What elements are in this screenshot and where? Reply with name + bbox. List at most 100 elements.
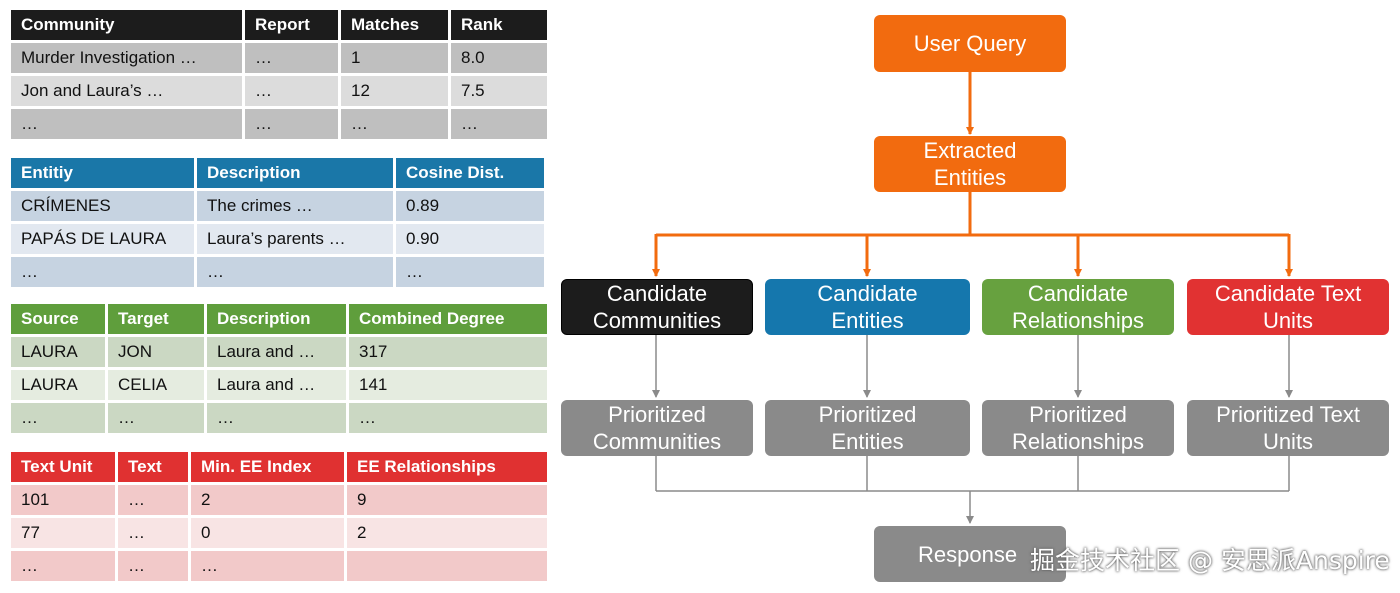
table-cell: 8.0 [451,43,547,73]
table-cell: JON [108,337,204,367]
table-cell: Jon and Laura’s … [11,76,242,106]
table-cell: … [451,109,547,139]
candidate-relationships-node: Candidate Relationships [982,279,1174,335]
candidate-relationships-label: Candidate Relationships [1011,281,1145,333]
table-cell [347,551,547,581]
table-cell: 2 [191,485,344,515]
communities-table: Community Report Matches Rank Murder Inv… [8,7,550,142]
column-header: Cosine Dist. [396,158,544,188]
column-header: Target [108,304,204,334]
table-row: PAPÁS DE LAURA Laura’s parents … 0.90 [11,224,544,254]
table-cell: Laura’s parents … [197,224,393,254]
table-cell: 0.89 [396,191,544,221]
candidate-communities-label: Candidate Communities [592,281,722,333]
table-header-row: Entitiy Description Cosine Dist. [11,158,544,188]
response-label: Response [918,541,1018,567]
table-cell: … [11,551,115,581]
table-cell: 0 [191,518,344,548]
table-row: LAURA CELIA Laura and … 141 [11,370,547,400]
table-cell: … [245,109,338,139]
table-header-row: Source Target Description Combined Degre… [11,304,547,334]
table-cell: … [118,518,188,548]
text-units-table: Text Unit Text Min. EE Index EE Relation… [8,449,550,584]
column-header: Description [207,304,346,334]
table-cell: LAURA [11,337,105,367]
table-row: Murder Investigation … … 1 8.0 [11,43,547,73]
prioritized-text-units-label: Prioritized Text Units [1216,402,1360,454]
prioritized-entities-node: Prioritized Entities [765,400,970,456]
table-cell: … [191,551,344,581]
table-cell: 12 [341,76,448,106]
column-header: Rank [451,10,547,40]
extracted-entities-node: Extracted Entities [874,136,1066,192]
table-cell: … [341,109,448,139]
prioritized-communities-node: Prioritized Communities [561,400,753,456]
table-cell: 0.90 [396,224,544,254]
table-cell: … [118,551,188,581]
column-header: EE Relationships [347,452,547,482]
table-cell: … [396,257,544,287]
table-cell: … [11,109,242,139]
table-cell: LAURA [11,370,105,400]
prioritized-text-units-node: Prioritized Text Units [1187,400,1389,456]
table-row: 77 … 0 2 [11,518,547,548]
candidate-entities-label: Candidate Entities [817,281,918,333]
table-cell: Laura and … [207,370,346,400]
table-cell: … [11,403,105,433]
watermark: 掘金技术社区 @ 安思派Anspire [1030,546,1390,575]
table-cell: The crimes … [197,191,393,221]
table-cell: … [245,43,338,73]
prioritized-entities-label: Prioritized Entities [818,402,917,454]
candidate-text-units-label: Candidate Text Units [1214,281,1362,333]
column-header: Text [118,452,188,482]
table-cell: 77 [11,518,115,548]
table-row: … … … [11,257,544,287]
table-row: Jon and Laura’s … … 12 7.5 [11,76,547,106]
column-header: Report [245,10,338,40]
table-cell: CRÍMENES [11,191,194,221]
table-cell: PAPÁS DE LAURA [11,224,194,254]
table-row: … … … … [11,109,547,139]
column-header: Community [11,10,242,40]
relationships-table: Source Target Description Combined Degre… [8,301,550,436]
table-cell: 2 [347,518,547,548]
table-cell: … [108,403,204,433]
table-row: … … … [11,551,547,581]
column-header: Source [11,304,105,334]
table-cell: 9 [347,485,547,515]
table-cell: 317 [349,337,547,367]
response-node: Response [874,526,1066,582]
table-cell: … [11,257,194,287]
user-query-node: User Query [874,15,1066,72]
table-cell: 7.5 [451,76,547,106]
table-cell: 141 [349,370,547,400]
table-cell: 101 [11,485,115,515]
table-row: CRÍMENES The crimes … 0.89 [11,191,544,221]
column-header: Matches [341,10,448,40]
table-row: … … … … [11,403,547,433]
column-header: Combined Degree [349,304,547,334]
user-query-label: User Query [913,31,1027,56]
table-cell: … [349,403,547,433]
table-cell: … [197,257,393,287]
column-header: Entitiy [11,158,194,188]
table-header-row: Text Unit Text Min. EE Index EE Relation… [11,452,547,482]
table-cell: … [207,403,346,433]
table-cell: Murder Investigation … [11,43,242,73]
candidate-entities-node: Candidate Entities [765,279,970,335]
table-row: LAURA JON Laura and … 317 [11,337,547,367]
table-row: 101 … 2 9 [11,485,547,515]
column-header: Text Unit [11,452,115,482]
table-cell: … [118,485,188,515]
table-cell: CELIA [108,370,204,400]
entities-table: Entitiy Description Cosine Dist. CRÍMENE… [8,155,547,290]
prioritized-communities-label: Prioritized Communities [592,402,722,454]
table-header-row: Community Report Matches Rank [11,10,547,40]
prioritized-relationships-label: Prioritized Relationships [1011,402,1145,454]
extracted-entities-label: Extracted Entities [923,138,1017,190]
candidate-communities-node: Candidate Communities [561,279,753,335]
table-cell: 1 [341,43,448,73]
column-header: Min. EE Index [191,452,344,482]
table-cell: … [245,76,338,106]
